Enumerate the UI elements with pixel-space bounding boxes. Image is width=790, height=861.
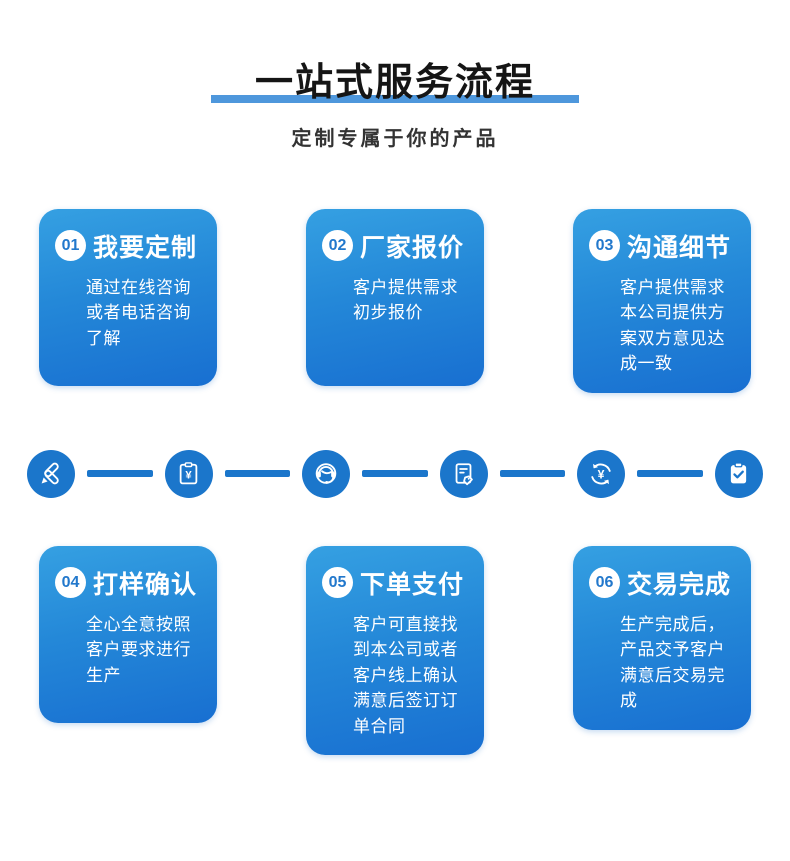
step-title: 下单支付 [360,570,465,599]
step-card-05: 05 下单支付 客户可直接找到本公司或者客户线上确认满意后签订订单合同 [306,545,484,756]
step-card-head: 04 打样确认 [55,565,205,601]
title-underline-bar [210,94,579,103]
flow-icons-row: ¥ [0,449,790,498]
steps-row-top: 01 我要定制 通过在线咨询或者电话咨询了解 02 厂家报价 客户提供需求初步报… [0,208,790,393]
step-card-head: 03 沟通细节 [589,228,739,264]
step-card-head: 02 厂家报价 [322,228,472,264]
step-title: 我要定制 [93,233,198,262]
flow-connector-line [87,470,153,478]
step-title: 打样确认 [93,570,198,599]
flow-connector-line [499,470,566,478]
steps-row-bottom: 04 打样确认 全心全意按照客户要求进行生产 05 下单支付 客户可直接找到本公… [0,545,790,756]
step-title: 厂家报价 [360,233,465,262]
page-header: 一站式服务流程 定制专属于你的产品 [0,0,790,151]
step-card-06: 06 交易完成 生产完成后，产品交予客户满意后交易完成 [573,545,751,730]
step-card-02: 02 厂家报价 客户提供需求初步报价 [306,208,484,386]
step-card-head: 01 我要定制 [55,228,205,264]
step-description: 客户提供需求本公司提供方案双方意见达成一致 [620,277,725,374]
step-card-03: 03 沟通细节 客户提供需求本公司提供方案双方意见达成一致 [573,208,751,393]
flow-connector-line [224,470,291,478]
step-description: 通过在线咨询或者电话咨询了解 [86,277,191,348]
page-subtitle: 定制专属于你的产品 [291,127,499,150]
step-card-head: 05 下单支付 [322,565,472,601]
step-number-badge: 01 [55,230,86,262]
step-card-04: 04 打样确认 全心全意按照客户要求进行生产 [39,545,217,723]
yen-symbol: ¥ [185,470,192,482]
contract-tag-icon [439,449,488,498]
completed-clipboard-icon [714,449,763,498]
customer-service-icon [302,449,351,498]
step-number-badge: 04 [55,567,86,599]
step-description: 客户提供需求初步报价 [353,277,458,323]
step-number-badge: 03 [589,230,620,262]
design-tools-icon [27,449,75,498]
step-number-badge: 06 [589,567,620,599]
page-title: 一站式服务流程 [254,62,535,104]
yen-symbol: ¥ [598,467,605,481]
flow-connector-line [362,470,428,478]
step-title: 沟通细节 [627,233,732,262]
step-card-01: 01 我要定制 通过在线咨询或者电话咨询了解 [39,208,217,386]
step-description: 生产完成后，产品交予客户满意后交易完成 [620,614,725,711]
step-description: 客户可直接找到本公司或者客户线上确认满意后签订订单合同 [353,614,458,736]
step-description: 全心全意按照客户要求进行生产 [86,614,191,685]
title-block: 一站式服务流程 [210,62,579,106]
step-number-badge: 02 [322,230,353,262]
payment-refresh-icon: ¥ [577,449,626,498]
flow-connector-line [637,470,703,478]
quote-clipboard-icon: ¥ [164,449,213,498]
step-card-head: 06 交易完成 [589,565,739,601]
step-title: 交易完成 [627,570,732,599]
step-number-badge: 05 [322,567,353,599]
